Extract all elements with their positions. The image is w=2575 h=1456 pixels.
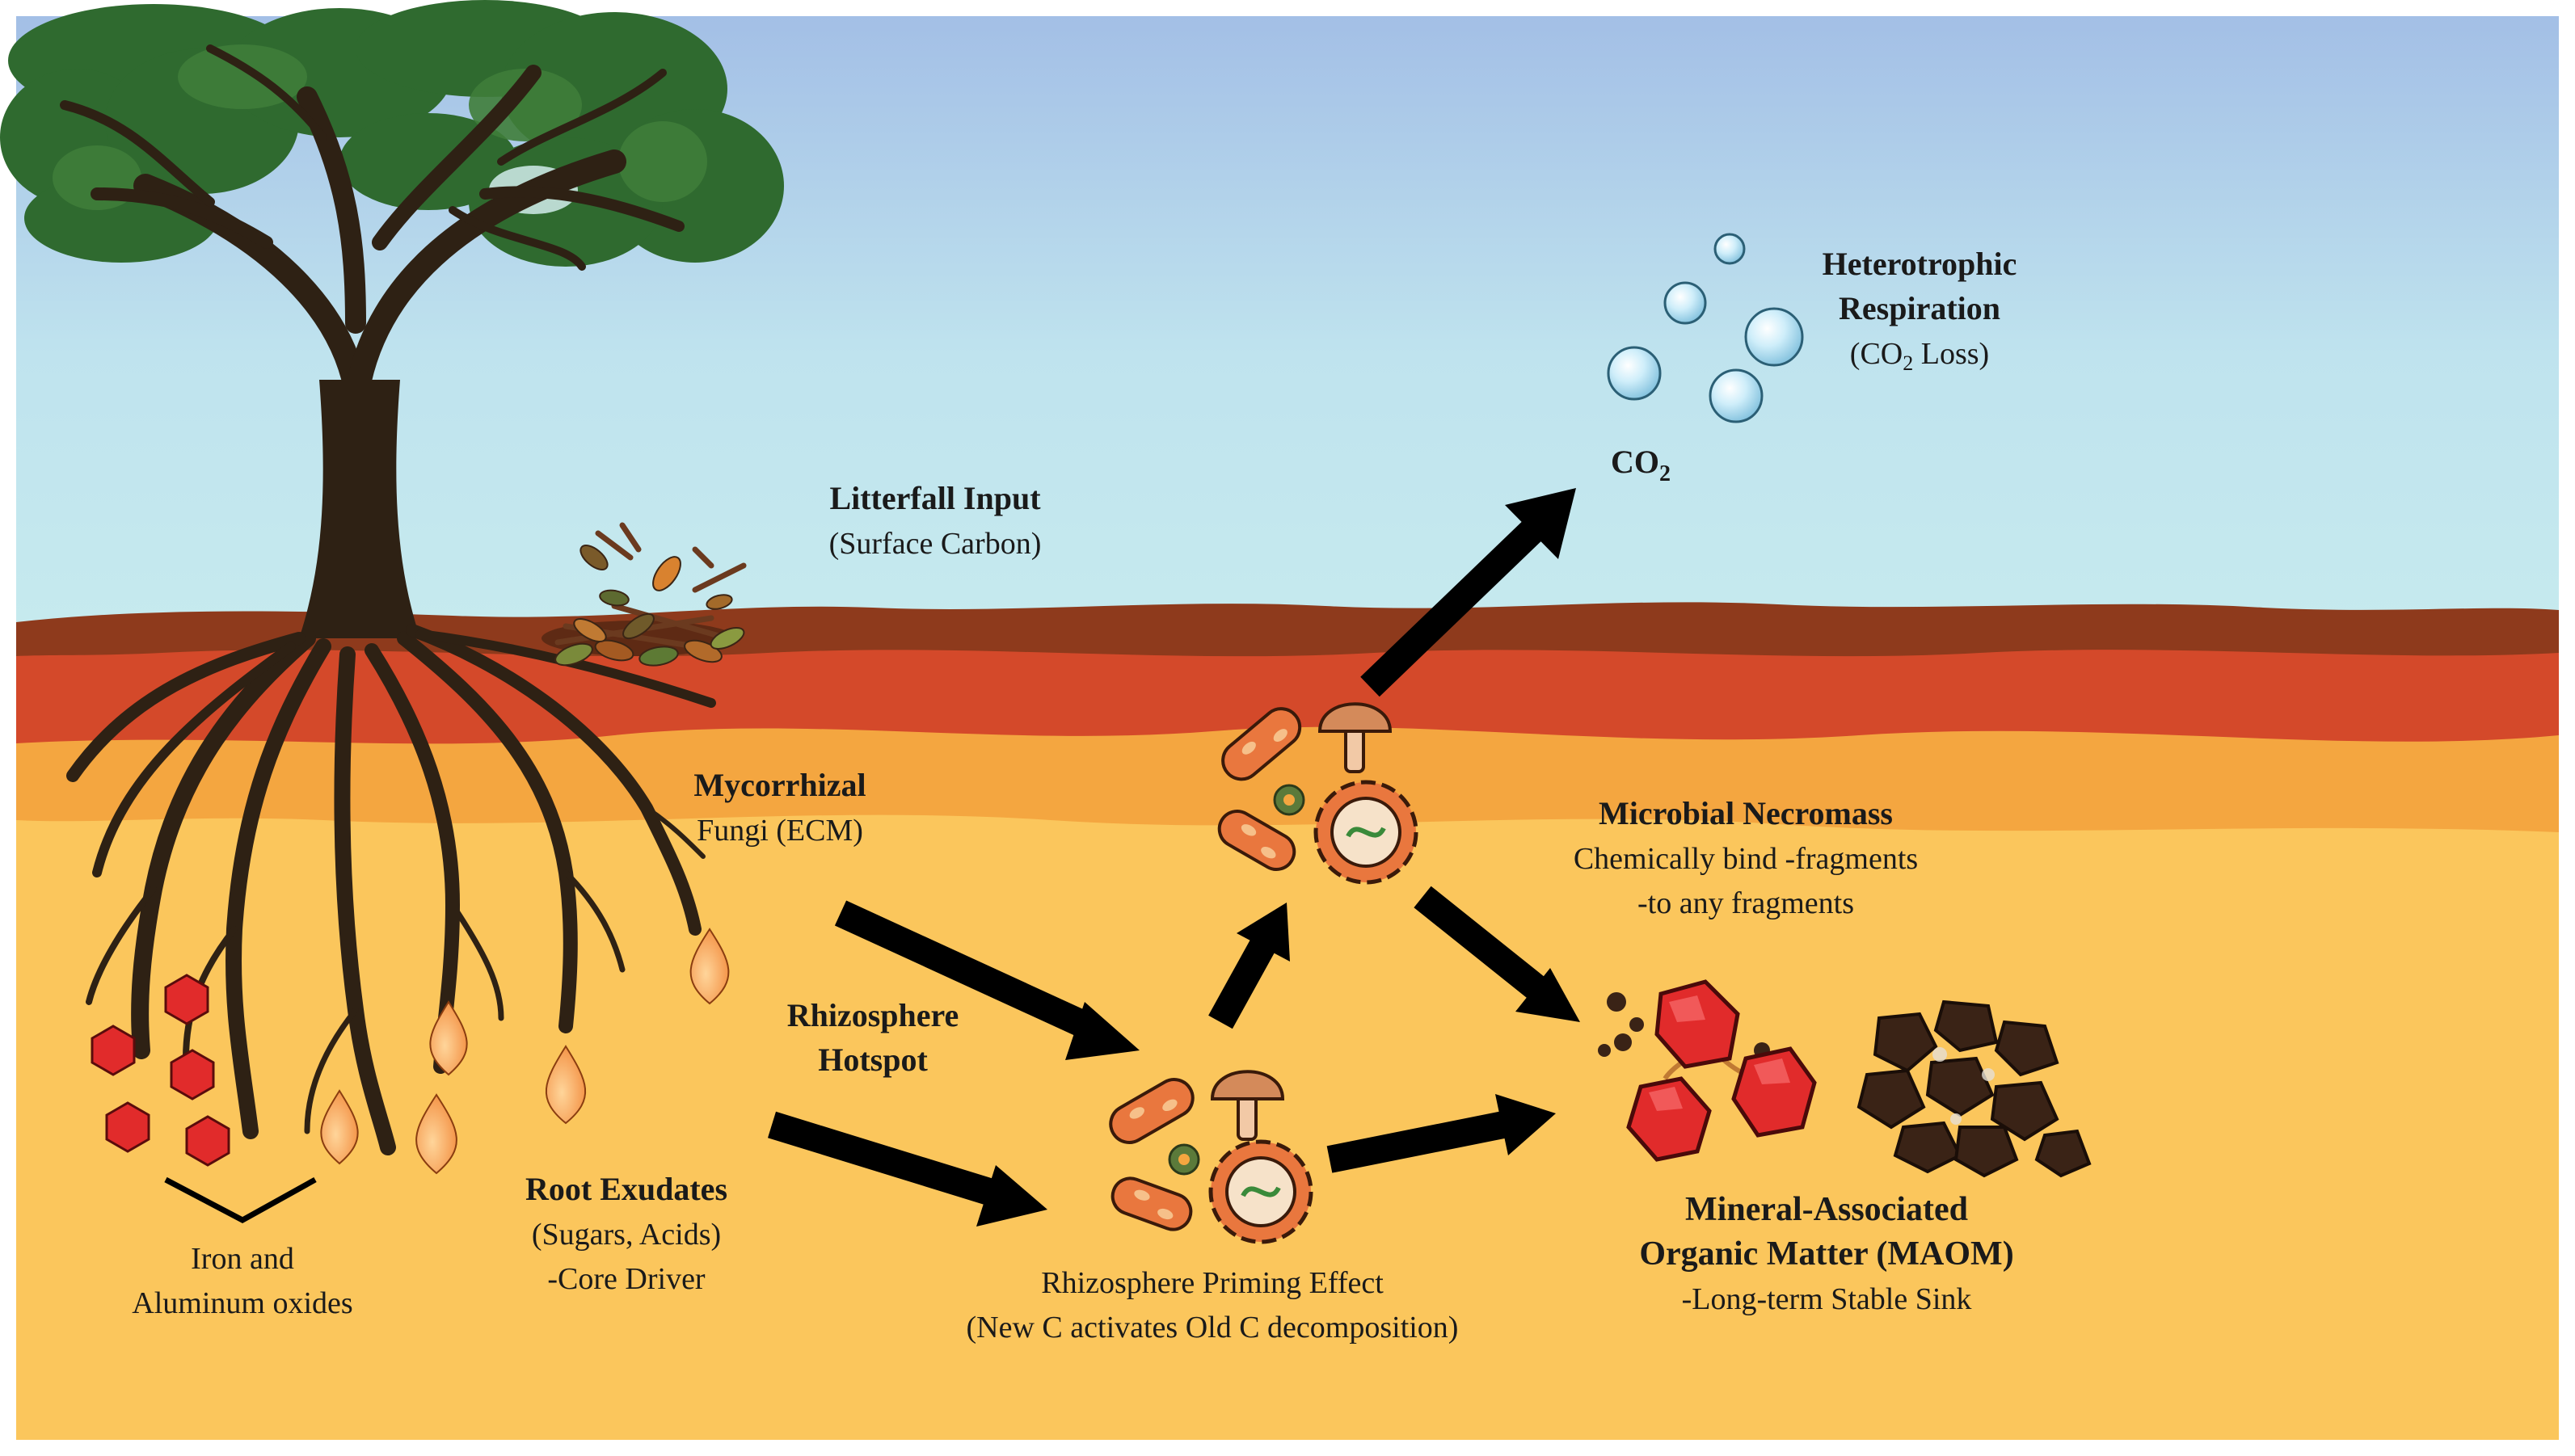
red-layer [16, 642, 2559, 744]
bubble-icon [1607, 346, 1662, 401]
aggregate-icon [1990, 1080, 2059, 1142]
leaf-icon [573, 618, 607, 642]
priming-line-2: (New C activates Old C decomposition) [967, 1311, 1459, 1344]
exudate-droplets [320, 928, 730, 1175]
tree-highlights [53, 44, 707, 210]
litter-pile [542, 522, 747, 667]
hexagon-icon [164, 974, 209, 1025]
oxide-hexagons [91, 974, 230, 1167]
leaf-icon [652, 556, 681, 591]
microbe-cluster-lower [1109, 1070, 1313, 1244]
microbe-cluster-upper [1217, 702, 1418, 885]
necromass-line-1: Chemically bind -fragments [1574, 842, 1918, 876]
aggregate-icon [1856, 1068, 1926, 1130]
oxides-bracket [164, 1176, 317, 1223]
aggregate-icon [1893, 1121, 1962, 1174]
mycorrhizal-title: Mycorrhizal [693, 767, 866, 803]
subsoil-layer [16, 727, 2559, 1440]
leaf-icon [554, 642, 593, 667]
heterotrophic-title-line-1: Heterotrophic [1823, 246, 2017, 282]
co2-bubbles [1607, 233, 1804, 423]
tree-trunk [299, 380, 420, 638]
soil-layers [16, 602, 2559, 1440]
hotspot-title-line-2: Hotspot [818, 1042, 928, 1078]
maom-line-1: -Long-term Stable Sink [1682, 1282, 1972, 1316]
leaf-icon [710, 627, 745, 650]
arrow-upper-cluster-to-co2 [1360, 488, 1576, 697]
leaf-icon [594, 639, 634, 662]
gear-microbe-icon [1208, 1139, 1313, 1244]
exudates-line-2: -Core Driver [547, 1262, 706, 1296]
gear-icon [1273, 784, 1305, 816]
droplet-icon [689, 928, 730, 1005]
co2-label: CO2 [1611, 444, 1671, 486]
leaf-icon [579, 545, 609, 570]
priming-line-1: Rhizosphere Priming Effect [1041, 1266, 1384, 1300]
maom-minerals [1598, 979, 1817, 1162]
arrow-hotspot-to-lower-cluster [767, 1111, 1047, 1227]
aggregate-icon [2034, 1129, 2092, 1178]
necromass-line-2: -to any fragments [1637, 886, 1854, 920]
hotspot-title-line-1: Rhizosphere [787, 997, 959, 1033]
tree-roots [66, 624, 716, 1155]
bacteria-icon [1109, 1078, 1195, 1144]
droplet-icon [320, 1089, 359, 1165]
tree [0, 0, 784, 1155]
arrow-upper-cluster-to-maom [1414, 886, 1580, 1022]
exudates-title: Root Exudates [525, 1171, 727, 1207]
aggregate-pores [1932, 1047, 1995, 1125]
droplet-icon [429, 1000, 468, 1076]
mushroom-icon [1317, 702, 1393, 773]
litterfall-subtitle: (Surface Carbon) [829, 527, 1042, 561]
aggregate-icon [1925, 1056, 1995, 1117]
tree-branches [60, 44, 685, 400]
mineral-icon [1626, 1076, 1712, 1162]
hexagon-icon [105, 1101, 150, 1153]
arrow-lower-cluster-to-maom [1326, 1094, 1556, 1173]
aggregate-icon [1933, 999, 1999, 1053]
leaf-icon [622, 612, 655, 640]
bubble-icon [1663, 281, 1707, 325]
aggregate-icon [1873, 1012, 1938, 1073]
heterotrophic-title-line-2: Respiration [1839, 290, 2000, 326]
hexagon-icon [91, 1025, 136, 1076]
aggregate-icon [1953, 1126, 2019, 1178]
maom-title-line-1: Mineral-Associated [1685, 1191, 1968, 1228]
bubble-icon [1744, 307, 1804, 367]
oxides-line-1: Iron and [191, 1242, 294, 1276]
leaf-icon [638, 646, 679, 667]
mycorrhizal-subtitle: Fungi (ECM) [697, 814, 863, 848]
leaf-icon [599, 589, 630, 607]
exudates-line-1: (Sugars, Acids) [532, 1218, 721, 1252]
aggregate-icon [1994, 1020, 2059, 1077]
hexagon-icon [170, 1049, 215, 1100]
hexagon-icon [185, 1115, 230, 1167]
droplet-icon [415, 1093, 457, 1175]
mushroom-icon [1210, 1070, 1285, 1141]
bubble-icon [1709, 368, 1764, 423]
arrow-lower-to-upper-cluster [1208, 903, 1290, 1029]
mineral-icon [1731, 1046, 1817, 1138]
co2-loss-label: (CO2 Loss) [1850, 337, 1989, 375]
leaf-icon [706, 594, 733, 610]
maom-title-line-2: Organic Matter (MAOM) [1639, 1235, 2013, 1273]
gear-microbe-icon [1313, 780, 1418, 885]
maom-aggregate [1856, 999, 2092, 1178]
gear-icon [1168, 1143, 1200, 1176]
necromass-title: Microbial Necromass [1599, 795, 1893, 831]
arrow-mycorrhizal-to-lower-cluster [834, 900, 1140, 1060]
flow-arrows [767, 488, 1580, 1227]
labels: Heterotrophic Respiration (CO2 Loss) CO2… [132, 246, 2017, 1344]
litterfall-title: Litterfall Input [829, 480, 1041, 516]
bacteria-icon [1221, 707, 1302, 781]
oxides-line-2: Aluminum oxides [132, 1286, 352, 1320]
bubble-icon [1713, 233, 1746, 265]
droplet-icon [546, 1045, 586, 1125]
